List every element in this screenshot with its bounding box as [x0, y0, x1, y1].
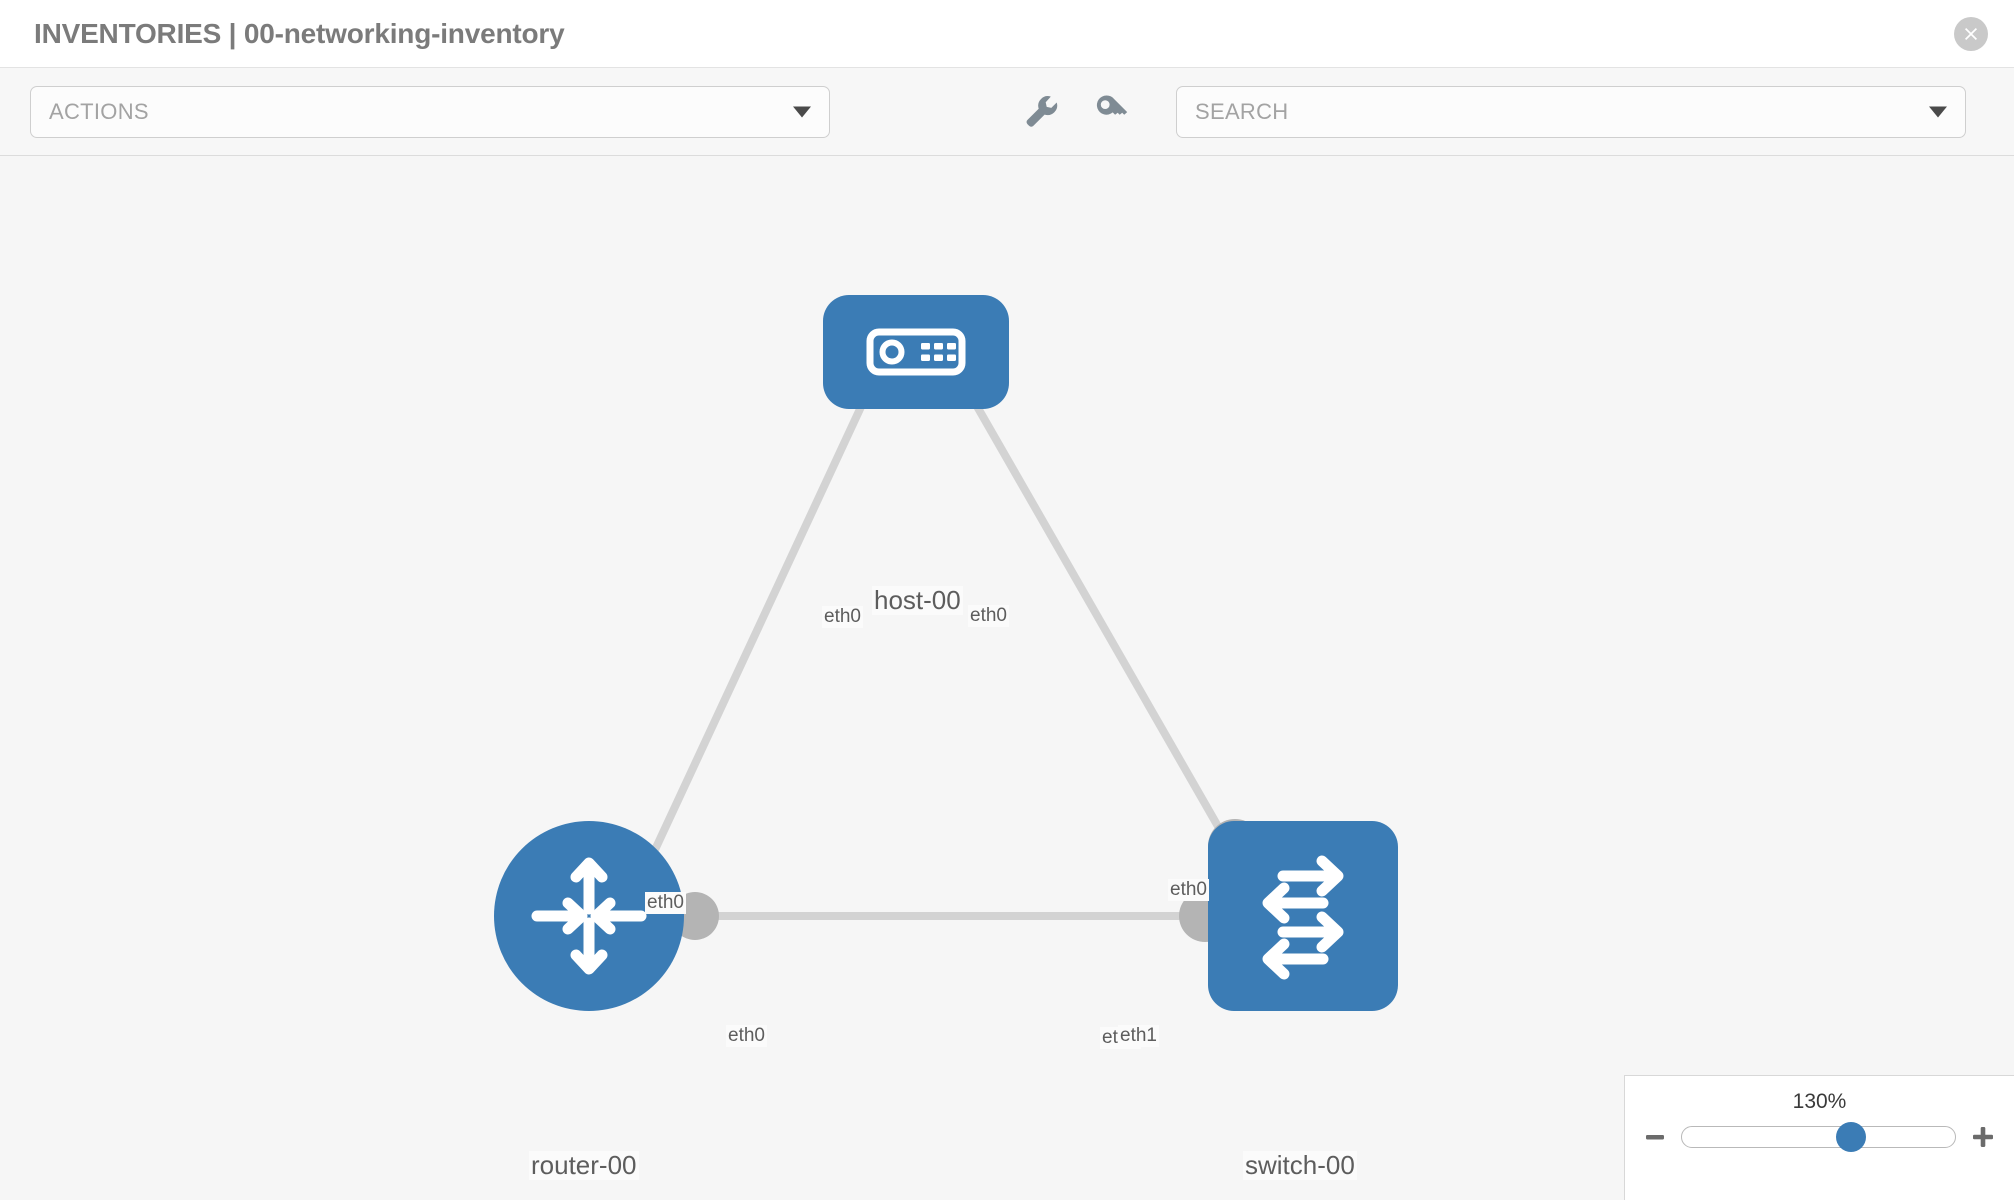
node-host-00[interactable] — [823, 295, 1009, 409]
zoom-control-panel: 130% — [1624, 1075, 2014, 1200]
zoom-slider-row — [1625, 1122, 2014, 1152]
wrench-icon[interactable] — [1020, 90, 1058, 133]
toolbar: ACTIONS SEARCH — [0, 68, 2014, 156]
plus-icon[interactable] — [1970, 1124, 1996, 1150]
node-router-00[interactable] — [494, 821, 684, 1011]
iface-label-host00-right: eth0 — [968, 605, 1009, 627]
search-input[interactable]: SEARCH — [1176, 85, 1966, 138]
node-label-router-00: router-00 — [529, 1150, 639, 1181]
toolbar-icon-group — [1020, 90, 1130, 133]
chevron-down-icon — [1929, 106, 1947, 117]
close-icon[interactable] — [1954, 16, 1988, 51]
zoom-slider-track[interactable] — [1681, 1122, 1956, 1152]
iface-label-router00-uplink: eth0 — [645, 892, 686, 914]
zoom-slider-thumb[interactable] — [1836, 1122, 1867, 1152]
actions-dropdown-label: ACTIONS — [49, 98, 149, 124]
actions-dropdown[interactable]: ACTIONS — [30, 85, 830, 138]
search-placeholder: SEARCH — [1195, 98, 1289, 124]
topology-canvas[interactable]: host-00 router-00 switch-00 eth0 eth0 et… — [0, 156, 2014, 1200]
topology-ports — [671, 330, 1262, 942]
page-title: INVENTORIES | 00-networking-inventory — [34, 17, 565, 49]
node-switch-00[interactable] — [1208, 821, 1398, 1011]
node-label-switch-00: switch-00 — [1243, 1150, 1357, 1181]
page-header: INVENTORIES | 00-networking-inventory — [0, 0, 2014, 68]
iface-label-switch00-uplink: eth0 — [1168, 879, 1209, 901]
chevron-down-icon — [793, 106, 811, 117]
minus-icon[interactable] — [1643, 1125, 1667, 1149]
key-icon[interactable] — [1092, 90, 1130, 133]
link-host00-switch00[interactable] — [951, 366, 1239, 858]
topology-links — [636, 364, 1239, 920]
node-label-host-00: host-00 — [872, 585, 963, 616]
zoom-level-value: 130% — [1792, 1090, 1847, 1113]
link-host00-router00[interactable] — [636, 364, 884, 884]
iface-label-switch00-eth1: eth1 — [1118, 1025, 1159, 1047]
iface-label-host00-left: eth0 — [822, 606, 863, 628]
iface-label-router00-eth0: eth0 — [726, 1025, 767, 1047]
topology-graph — [494, 295, 1398, 1011]
